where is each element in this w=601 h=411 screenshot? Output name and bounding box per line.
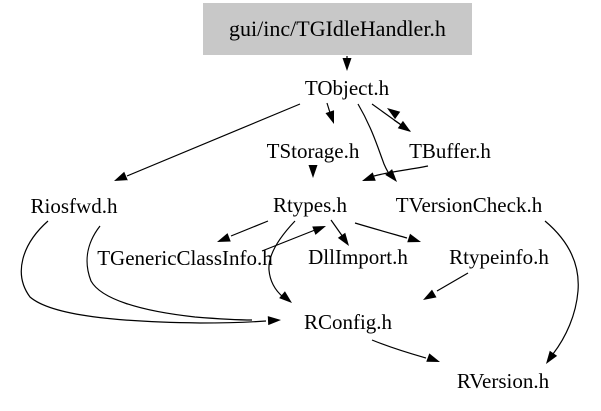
arrowhead-tbuffer-h-to-tobject-h xyxy=(387,108,401,120)
node-root: gui/inc/TGIdleHandler.h xyxy=(203,3,472,55)
arrowhead-tstorage-h-to-rtypes-h xyxy=(308,165,318,178)
arrowhead-rtypes-h-to-rtypeinfo-h xyxy=(407,233,421,243)
arrowhead-rconfig-h-to-rversion-h xyxy=(426,353,440,362)
arrowhead-riosfwd-h-to-rconfig-h xyxy=(267,316,281,326)
node-dllimport[interactable]: DllImport.h xyxy=(308,244,408,269)
arrowhead-tgenericclassinfo-h-to-rtypes-h xyxy=(312,226,326,235)
edge-riosfwd-h-to-rconfig-h xyxy=(86,225,253,321)
edge-rtypes-h-to-dllimport-h xyxy=(330,219,344,238)
edge-rtypes-h-to-tgenericclassinfo-h xyxy=(230,220,269,237)
node-tbuffer[interactable]: TBuffer.h xyxy=(409,138,491,163)
arrowhead-tversioncheck-h-to-rversion-h xyxy=(546,350,558,364)
arrowhead-tobject-h-to-tversioncheck-h xyxy=(385,169,397,182)
edge-rconfig-h-to-rversion-h xyxy=(371,339,427,359)
arrowhead-tbuffer-h-to-rtypes-h xyxy=(362,172,376,181)
edge-tobject-h-to-riosfwd-h xyxy=(126,103,301,177)
node-riosfwd[interactable]: Riosfwd.h xyxy=(30,193,118,218)
arrowhead-rtypes-h-to-rconfig-h xyxy=(279,291,292,303)
arrowhead-rtypes-h-to-tgenericclassinfo-h xyxy=(217,233,231,242)
arrowhead-rtypeinfo-h-to-rconfig-h xyxy=(423,289,437,300)
node-rtypes[interactable]: Rtypes.h xyxy=(272,192,348,217)
edge-tversioncheck-h-to-rversion-h xyxy=(544,220,579,355)
edge-rtypes-h-to-rconfig-h xyxy=(268,220,296,298)
edge-rtypes-h-to-rtypeinfo-h xyxy=(354,222,408,239)
edge-riosfwd-h-to-rconfig-h xyxy=(20,220,267,324)
node-rversion[interactable]: RVersion.h xyxy=(456,368,550,393)
node-rconfig[interactable]: RConfig.h xyxy=(303,309,393,334)
edge-tbuffer-h-to-tobject-h xyxy=(393,119,411,132)
edge-tgenericclassinfo-h-to-rtypes-h xyxy=(261,229,316,252)
arrowhead-tobject-h-to-tstorage-h xyxy=(325,110,335,124)
node-tgenericclassinfo[interactable]: TGenericClassInfo.h xyxy=(97,245,273,270)
edge-rtypeinfo-h-to-rconfig-h xyxy=(436,272,469,292)
arrowhead-rtypes-h-to-dllimport-h xyxy=(337,232,349,246)
arrowhead-tobject-h-to-riosfwd-h xyxy=(114,171,128,181)
arrowhead-gui-inc-tgidlehandler-h-to-tobject-h xyxy=(342,58,352,71)
node-rtypeinfo[interactable]: Rtypeinfo.h xyxy=(449,244,549,269)
node-tobject[interactable]: TObject.h xyxy=(304,75,390,100)
edge-tbuffer-h-to-rtypes-h xyxy=(373,165,429,177)
node-tversioncheck[interactable]: TVersionCheck.h xyxy=(395,192,543,217)
node-tstorage[interactable]: TStorage.h xyxy=(266,138,360,163)
